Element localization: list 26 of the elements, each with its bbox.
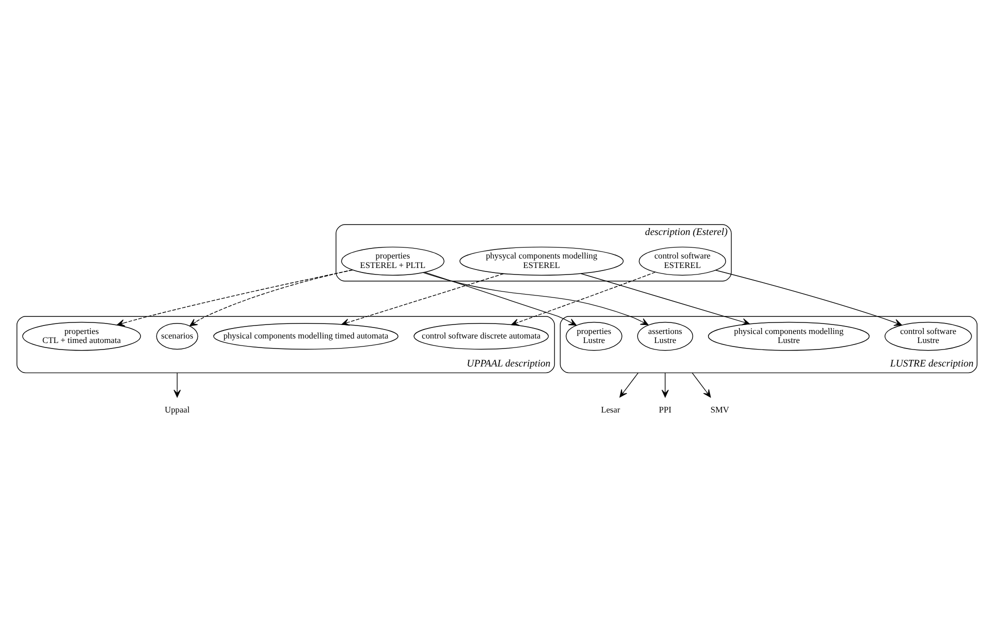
node-ellipse: control software Lustre [884,321,972,350]
node-text: Uppaal [164,404,190,414]
arrow [423,272,648,325]
node-ellipse: physical components modelling timed automata [213,322,398,350]
arrow [580,272,750,325]
node-ellipse: assertions Lustre [637,321,694,350]
arrow [511,271,656,326]
node-ellipse: control software ESTEREL [638,246,726,276]
arrow [662,372,669,397]
node-ellipse: scenarios [156,322,198,350]
arrow [116,269,353,326]
arrow [692,372,711,397]
node-ellipse: physical components modelling Lustre [708,321,870,350]
arrow [620,372,639,397]
arrow [424,271,577,326]
node-ellipse: properties Lustre [566,321,622,350]
node-text: Lesar [600,404,620,414]
node-text: SMV [710,404,730,414]
arrow [174,372,181,397]
node-ellipse: physycal components modelling ESTEREL [460,246,624,276]
node-ellipse: properties CTL + timed automata [22,321,141,350]
arrow [189,269,352,326]
node-ellipse: control software discrete automata [414,322,549,350]
node-ellipse: properties ESTEREL + PLTL [341,246,444,276]
arrow [341,272,504,326]
node-text: PPI [658,404,672,414]
